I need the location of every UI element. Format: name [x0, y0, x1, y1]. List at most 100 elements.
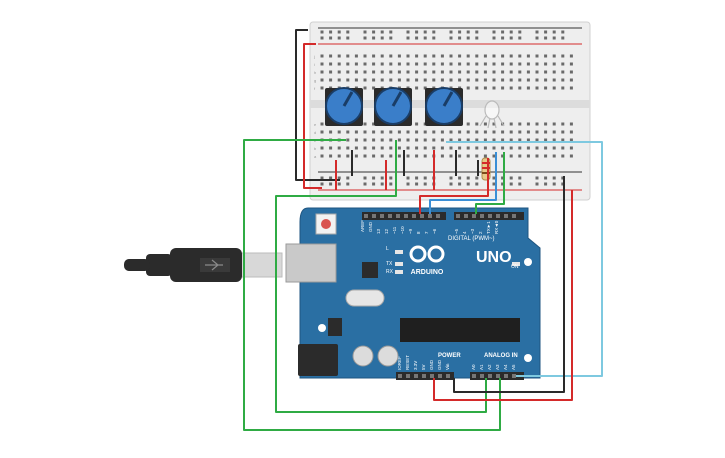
rail-hole [372, 36, 376, 40]
breadboard-hole [466, 54, 470, 58]
breadboard-hole [535, 54, 539, 58]
breadboard-hole [561, 154, 565, 158]
breadboard-hole [526, 86, 530, 90]
breadboard-hole [329, 62, 333, 66]
led-label-tx: TX [386, 261, 393, 267]
breadboard-hole [501, 62, 505, 66]
breadboard-hole [372, 130, 376, 134]
usb-cable [124, 248, 283, 282]
pin-label: 12 [384, 228, 389, 234]
power-label: POWER [438, 353, 461, 359]
breadboard-hole [397, 70, 401, 74]
header-pin [446, 374, 450, 378]
breadboard-hole [492, 78, 496, 82]
potentiometer-1[interactable] [325, 87, 363, 126]
rail-hole [475, 36, 479, 40]
breadboard-hole [466, 138, 470, 142]
header-pin [504, 214, 508, 218]
breadboard-hole [440, 70, 444, 74]
reset-button[interactable] [321, 219, 331, 229]
breadboard-hole [346, 146, 350, 150]
header-pin [430, 374, 434, 378]
analog-label: ANALOG IN [484, 353, 518, 359]
breadboard-hole [372, 70, 376, 74]
wire-black-gnd-return [453, 176, 565, 393]
breadboard-hole [475, 130, 479, 134]
breadboard-hole [475, 78, 479, 82]
rail-hole [406, 30, 410, 34]
breadboard-hole [561, 62, 565, 66]
pin-label: GND [429, 359, 434, 370]
breadboard-hole [440, 146, 444, 150]
breadboard-hole [406, 54, 410, 58]
breadboard-hole [432, 130, 436, 134]
rail-hole [458, 36, 462, 40]
breadboard-hole [509, 138, 513, 142]
breadboard-hole [329, 146, 333, 150]
breadboard-hole [397, 130, 401, 134]
breadboard-hole [432, 62, 436, 66]
rail-hole [337, 36, 341, 40]
breadboard-hole [552, 78, 556, 82]
breadboard-hole [337, 78, 341, 82]
breadboard-hole [320, 54, 324, 58]
breadboard-hole [475, 86, 479, 90]
breadboard-hole [363, 138, 367, 142]
breadboard-hole [509, 154, 513, 158]
rail-hole [466, 30, 470, 34]
rail-hole [544, 36, 548, 40]
rail-hole [363, 30, 367, 34]
rail-hole [449, 30, 453, 34]
breadboard-hole [415, 154, 419, 158]
breadboard-hole [569, 146, 573, 150]
breadboard-hole [372, 62, 376, 66]
rail-hole [544, 182, 548, 186]
breadboard-hole [501, 78, 505, 82]
header-pin [488, 374, 492, 378]
header-pin [380, 214, 384, 218]
breadboard-hole [552, 54, 556, 58]
rail-hole [432, 36, 436, 40]
breadboard-hole [501, 154, 505, 158]
rail-hole [475, 30, 479, 34]
breadboard-hole [380, 54, 384, 58]
breadboard-hole [389, 78, 393, 82]
breadboard-hole [501, 138, 505, 142]
rail-hole [552, 176, 556, 180]
rail-hole [337, 182, 341, 186]
breadboard-hole [397, 146, 401, 150]
header-pin [404, 214, 408, 218]
rail-hole [501, 30, 505, 34]
breadboard-hole [475, 138, 479, 142]
header-pin [414, 374, 418, 378]
rail-hole [509, 176, 513, 180]
breadboard-hole [509, 62, 513, 66]
rail-hole [449, 36, 453, 40]
breadboard-hole [320, 122, 324, 126]
pin-label: 13 [376, 228, 381, 234]
breadboard-hole [372, 122, 376, 126]
breadboard-hole [492, 86, 496, 90]
breadboard-hole [320, 154, 324, 158]
breadboard-hole [569, 78, 573, 82]
potentiometer-2[interactable] [374, 87, 412, 126]
breadboard-hole [415, 86, 419, 90]
breadboard-hole [561, 70, 565, 74]
breadboard-hole [449, 78, 453, 82]
potentiometer-3[interactable] [425, 87, 463, 126]
breadboard-hole [423, 146, 427, 150]
breadboard-hole [501, 146, 505, 150]
breadboard-hole [544, 138, 548, 142]
rgb-led[interactable] [479, 100, 505, 129]
breadboard-hole [483, 70, 487, 74]
capacitor [377, 345, 399, 367]
breadboard-hole [561, 86, 565, 90]
breadboard-hole [492, 146, 496, 150]
breadboard-hole [535, 146, 539, 150]
breadboard-hole [380, 138, 384, 142]
rail-hole [423, 176, 427, 180]
arduino-uno-board[interactable]: ARDUINO UNO DIGITAL (PWM~) POWER ANALOG … [285, 207, 541, 380]
breadboard-hole [337, 130, 341, 134]
breadboard-hole [544, 86, 548, 90]
row-letter: h [314, 70, 316, 75]
